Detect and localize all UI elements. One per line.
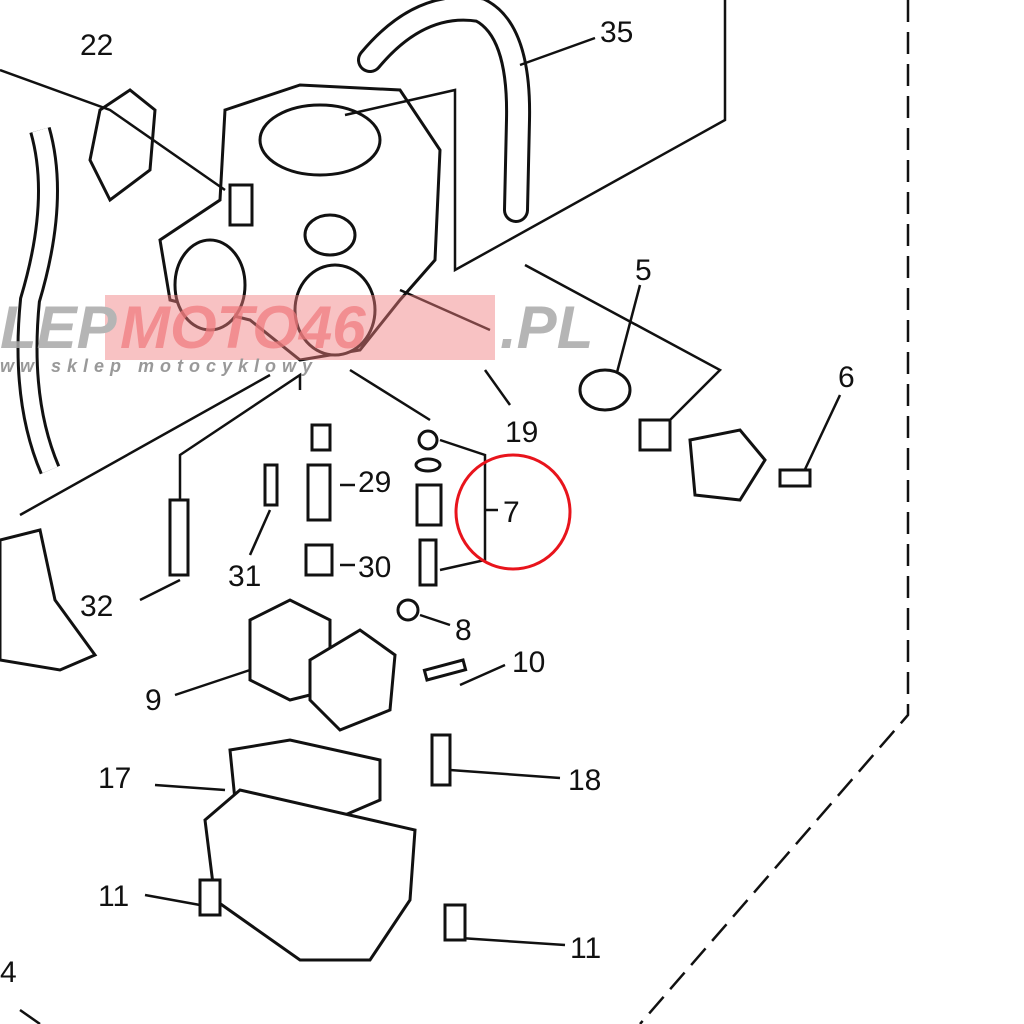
callout-35: 35 [600, 16, 633, 49]
callout-5: 5 [635, 254, 652, 287]
gasket-part-22 [88, 88, 157, 203]
callout-4: 4 [0, 956, 17, 989]
watermark-tagline: ww sklep motocyklowy [0, 356, 318, 376]
callout-9: 9 [145, 684, 162, 717]
callout-31: 31 [228, 560, 261, 593]
callout-7: 7 [503, 496, 520, 529]
callout-11-left: 11 [98, 880, 129, 913]
callout-11-right: 11 [570, 932, 601, 965]
small-parts [0, 368, 812, 962]
highlight-circle [454, 453, 572, 571]
watermark-brand-grey: LEP [0, 294, 118, 361]
watermark-brand-red: MOTO46 [120, 294, 366, 361]
callout-30: 30 [358, 551, 391, 584]
callout-29: 29 [358, 466, 391, 499]
callout-8: 8 [455, 614, 472, 647]
callout-6: 6 [838, 361, 855, 394]
watermark: LEP MOTO46 .PL ww sklep motocyklowy [0, 294, 593, 376]
callout-19: 19 [505, 416, 538, 449]
callout-18: 18 [568, 764, 601, 797]
callout-10: 10 [512, 646, 545, 679]
watermark-brand-suffix: .PL [500, 294, 593, 361]
assembly-boundary-dashed [639, 0, 910, 1024]
callout-22: 22 [80, 29, 113, 62]
callout-32: 32 [80, 590, 113, 623]
callout-17: 17 [98, 762, 131, 795]
carburetor-body [158, 83, 442, 362]
